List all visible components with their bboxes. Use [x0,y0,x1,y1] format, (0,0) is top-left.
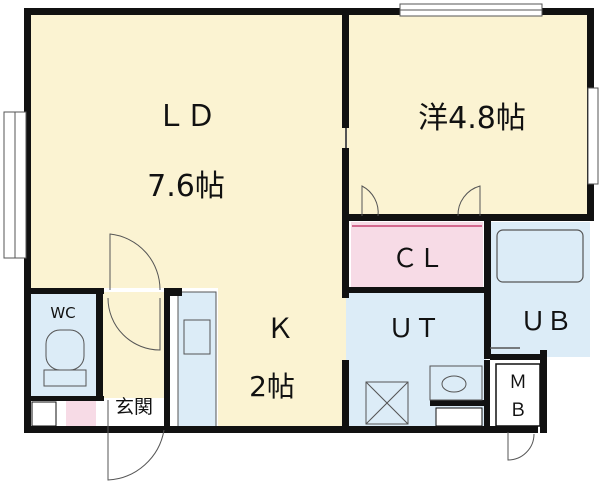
utility-label: ＵＴ [388,314,440,344]
kitchen-size: 2帖 [249,370,295,403]
ld-floor [30,14,346,288]
doors [107,185,535,481]
toilet-label: WC [50,304,75,322]
kitchen-floor [218,288,346,428]
meter-box-label-top: Ｍ [509,372,527,393]
bottom-left-box [31,401,57,427]
kitchen-label: Ｋ [266,312,294,345]
kitchen-sink [183,319,211,355]
bedroom-label: 洋4.8帖 [418,101,526,136]
bath-label: ＵＢ [520,307,572,337]
bottom-mid-box [435,407,483,427]
ld-size: 7.6帖 [147,169,225,204]
meter-box [495,363,541,427]
window-left [3,111,27,259]
window-right [587,87,599,185]
walls [24,8,594,433]
wash-basin [429,365,483,401]
meter-box-label-bottom: Ｂ [509,400,527,421]
window-top [399,3,543,17]
closet-floor [351,222,483,290]
entrance-floor [102,292,164,398]
bathtub [496,229,584,283]
toilet-fixture [43,329,87,387]
entrance-label: 玄関 [115,396,153,418]
ld-label: ＬＤ [156,99,216,134]
washer-pan [365,381,409,425]
kitchen-counter [177,291,217,429]
closet-label: ＣＬ [392,244,444,274]
bedroom-floor [346,14,590,218]
entrance-step [66,398,96,428]
